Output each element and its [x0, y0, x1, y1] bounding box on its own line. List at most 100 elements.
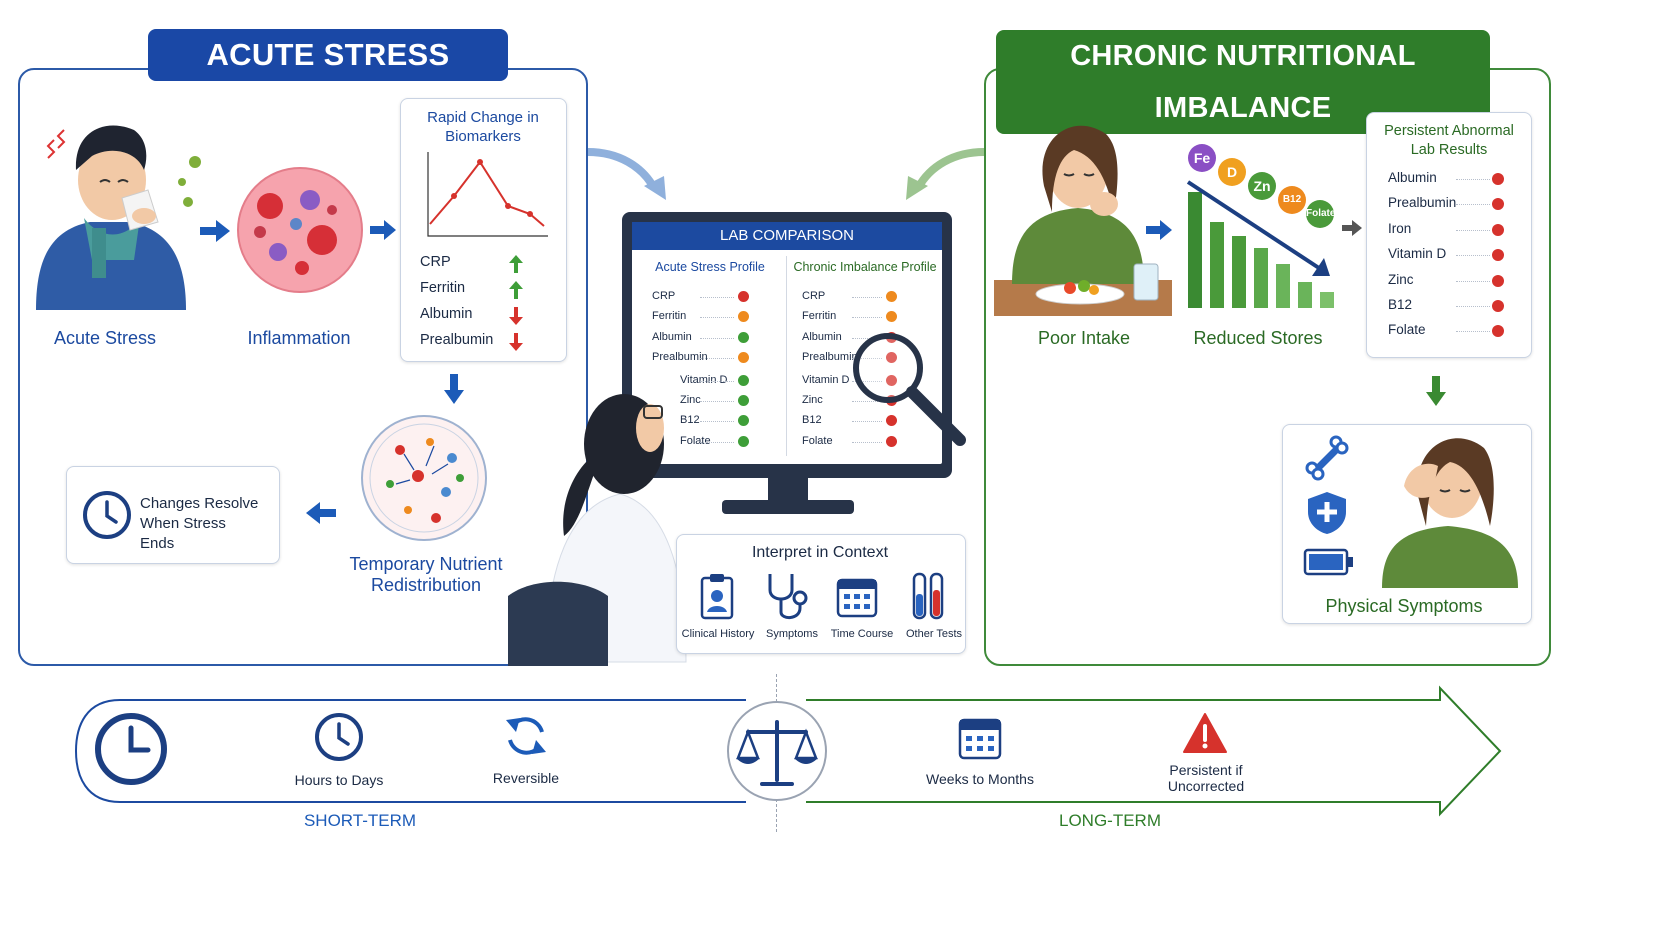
timeline-short-item: Reversible — [492, 770, 560, 786]
clinical-history-icon — [700, 574, 734, 620]
result-row-leader — [1456, 331, 1490, 333]
lab-row-leader — [852, 337, 882, 339]
status-dot-red — [1492, 198, 1504, 211]
lab-row-label-acute: Ferritin — [652, 310, 687, 323]
result-row-label: Folate — [1388, 322, 1426, 338]
result-row-leader — [1456, 255, 1490, 257]
arrow-right-icon — [1342, 220, 1362, 236]
inflammation-illustration — [237, 167, 363, 293]
poor-intake-illustration — [994, 125, 1172, 316]
monitor-stand — [768, 478, 808, 502]
lab-row-leader — [700, 358, 734, 360]
arrow-right-icon — [200, 220, 230, 242]
status-dot-orange — [886, 291, 897, 302]
context-item-label: Clinical History — [681, 628, 755, 640]
lab-row-leader — [852, 401, 882, 402]
physical-symptoms-label: Physical Symptoms — [1325, 596, 1483, 616]
immune-shield-icon — [1308, 492, 1346, 534]
curved-arrow-blue-icon — [587, 148, 666, 200]
big-clock-icon — [95, 713, 167, 785]
lab-row-label-acute: Folate — [680, 434, 711, 447]
status-dot-green — [738, 415, 749, 427]
chronic-title: CHRONIC NUTRITIONAL IMBALANCE — [996, 30, 1490, 134]
arrow-down-icon — [444, 374, 464, 404]
biomarker-row-label: Albumin — [420, 306, 473, 322]
lab-row-label-chronic: Ferritin — [802, 310, 837, 323]
result-row-label: Vitamin D — [1388, 246, 1447, 262]
persistent-results-card — [1366, 112, 1532, 358]
lab-row-label-chronic: Vitamin D — [802, 373, 850, 386]
status-dot-green — [738, 374, 749, 386]
status-dot-orange — [738, 352, 749, 364]
biomarker-row-label: Prealbumin — [420, 332, 494, 348]
lab-row-leader — [700, 380, 734, 382]
result-row-label: Albumin — [1388, 170, 1437, 185]
arrow-up-icon — [509, 255, 523, 273]
status-dot-red — [1492, 173, 1504, 185]
lab-row-label-acute: Vitamin D — [680, 373, 728, 386]
persistent-results-title: Persistent Abnormal Lab Results — [1384, 123, 1514, 158]
lab-comparison-title: LAB COMPARISON — [632, 222, 942, 250]
arrow-up-icon — [509, 281, 523, 299]
lab-row-label-chronic: Zinc — [802, 394, 823, 406]
lab-row-leader — [852, 380, 882, 382]
status-dot-red — [1492, 300, 1504, 312]
context-item-label: Time Course — [830, 628, 894, 640]
biomarker-chart-title: Rapid Change in Biomarkers — [427, 109, 539, 145]
context-item-label: Symptoms — [766, 628, 818, 640]
lab-row-label-chronic: CRP — [802, 290, 826, 302]
nutrient-redistribution-illustration — [361, 415, 487, 541]
magnifier-icon — [853, 333, 966, 446]
headache-woman-illustration — [1382, 438, 1518, 588]
long-term-label: LONG-TERM — [1059, 811, 1161, 830]
lab-row-label-chronic: Folate — [802, 434, 833, 447]
lab-row-label-acute: Zinc — [680, 394, 701, 406]
arrow-down-icon — [1426, 376, 1446, 406]
balance-scale-icon — [727, 701, 827, 801]
bone-icon — [1305, 435, 1349, 481]
arrow-left-icon — [306, 502, 336, 524]
stethoscope-icon — [768, 574, 808, 619]
status-dot-red — [1492, 274, 1504, 287]
nutrient-ball: Folate — [1306, 200, 1335, 228]
result-row-leader — [1456, 280, 1490, 282]
acute-profile-header: Acute Stress Profile — [655, 260, 765, 274]
lab-row-leader — [700, 421, 734, 423]
test-tubes-icon — [912, 572, 944, 620]
clock-icon — [315, 713, 363, 761]
biomarker-row-label: Ferritin — [420, 280, 466, 296]
arrow-right-icon — [370, 220, 396, 240]
resolve-text: Changes Resolve When Stress Ends — [140, 495, 259, 552]
status-dot-red — [886, 435, 897, 447]
reversible-cycle-icon — [506, 717, 546, 755]
status-dot-orange — [738, 311, 749, 323]
nutrient-ball: Fe — [1188, 144, 1216, 172]
biomarker-line-chart — [427, 152, 548, 237]
status-dot-red — [1492, 325, 1504, 338]
arrow-right-icon — [1146, 220, 1172, 240]
status-dot-red — [886, 352, 897, 364]
status-dot-red — [886, 374, 897, 386]
lab-row-leader — [852, 358, 882, 360]
reduced-stores-label: Reduced Stores — [1193, 328, 1323, 348]
status-dot-green — [738, 395, 749, 406]
result-row-label: Zinc — [1388, 271, 1414, 287]
sick-person-illustration — [36, 125, 201, 310]
arrow-down-icon — [509, 333, 523, 351]
timeline-long-item: Persistent if Uncorrected — [1167, 762, 1245, 794]
status-dot-red — [886, 415, 897, 427]
status-dot-red — [1492, 249, 1504, 262]
status-dot-orange — [886, 311, 897, 323]
calendar-icon — [958, 718, 1002, 760]
lab-row-leader — [700, 297, 734, 298]
result-row-label: Iron — [1388, 220, 1412, 236]
timeline-arrow — [74, 685, 1502, 817]
clock-icon — [83, 491, 131, 539]
lab-row-label-chronic: B12 — [802, 414, 822, 427]
acute-step-label: Acute Stress — [53, 328, 157, 348]
context-title: Interpret in Context — [751, 544, 889, 561]
lab-row-leader — [852, 317, 882, 319]
lab-row-leader — [700, 337, 734, 339]
lab-row-leader — [700, 317, 734, 319]
low-battery-icon — [1303, 548, 1353, 576]
